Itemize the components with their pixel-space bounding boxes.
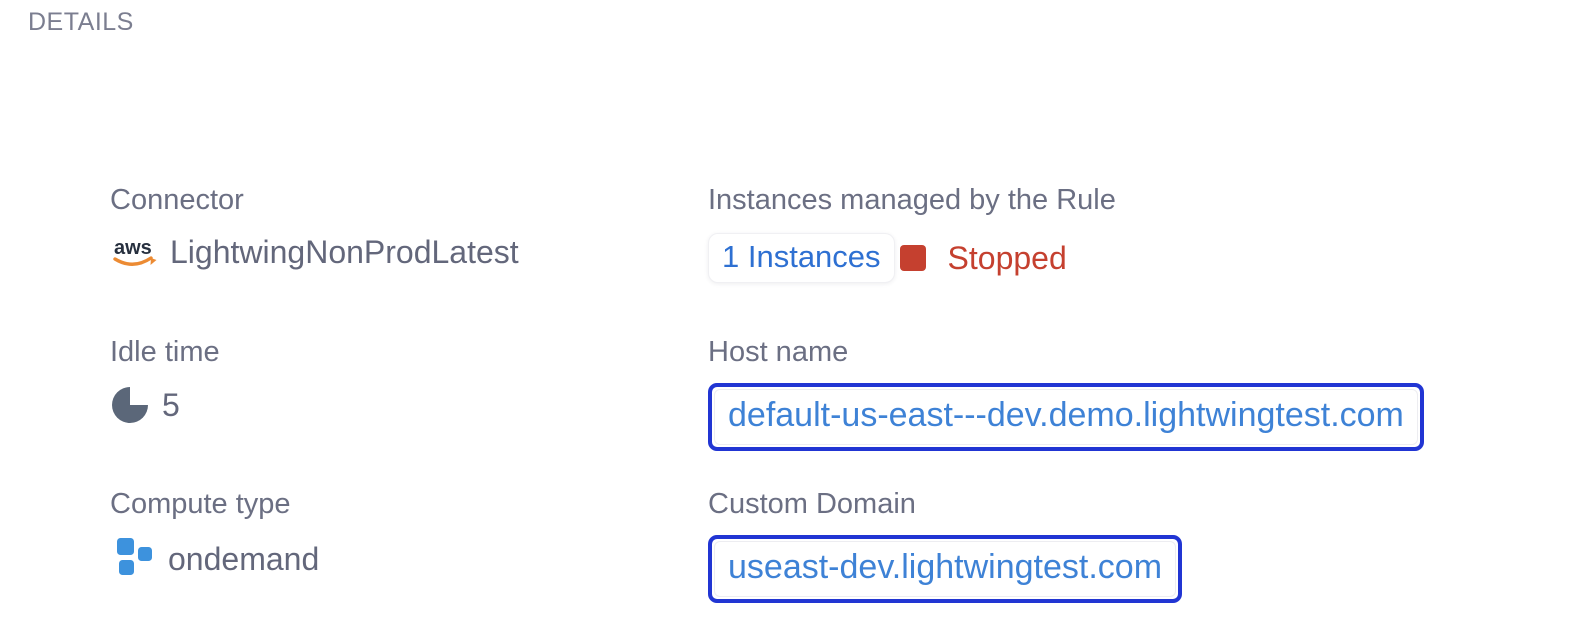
custom-domain-focus-box: useast-dev.lightwingtest.com [708, 535, 1183, 604]
pie-clock-icon [110, 385, 150, 425]
section-title: DETAILS [28, 8, 134, 36]
field-custom-domain: Custom Domain useast-dev.lightwingtest.c… [708, 488, 1183, 604]
instances-label: Instances managed by the Rule [708, 184, 1116, 216]
compute-type-value: ondemand [168, 541, 320, 578]
host-name-label: Host name [708, 336, 849, 368]
field-host-name: Host name default-us-east---dev.demo.lig… [708, 336, 1424, 452]
field-instances: Instances managed by the Rule 1 Instance… [708, 184, 1116, 284]
compute-squares-icon [110, 537, 156, 581]
host-name-link[interactable]: default-us-east---dev.demo.lightwingtest… [714, 389, 1418, 446]
connector-value: LightwingNonProdLatest [170, 234, 519, 271]
connector-label: Connector [110, 184, 244, 216]
aws-icon: aws [110, 235, 160, 271]
stopped-square-icon [899, 245, 926, 272]
instances-status-text: Stopped [947, 239, 1067, 276]
custom-domain-label: Custom Domain [708, 488, 916, 520]
field-compute-type: Compute type ondemand [110, 488, 319, 581]
idle-time-label: Idle time [110, 336, 220, 368]
svg-text:aws: aws [114, 237, 152, 259]
idle-time-value: 5 [162, 387, 180, 424]
field-idle-time: Idle time 5 [110, 336, 220, 425]
instances-count-link[interactable]: 1 Instances [708, 233, 895, 284]
compute-type-label: Compute type [110, 488, 291, 520]
host-name-focus-box: default-us-east---dev.demo.lightwingtest… [708, 383, 1424, 452]
custom-domain-link[interactable]: useast-dev.lightwingtest.com [714, 541, 1177, 598]
field-connector: Connector aws LightwingNonProdLatest [110, 184, 519, 272]
